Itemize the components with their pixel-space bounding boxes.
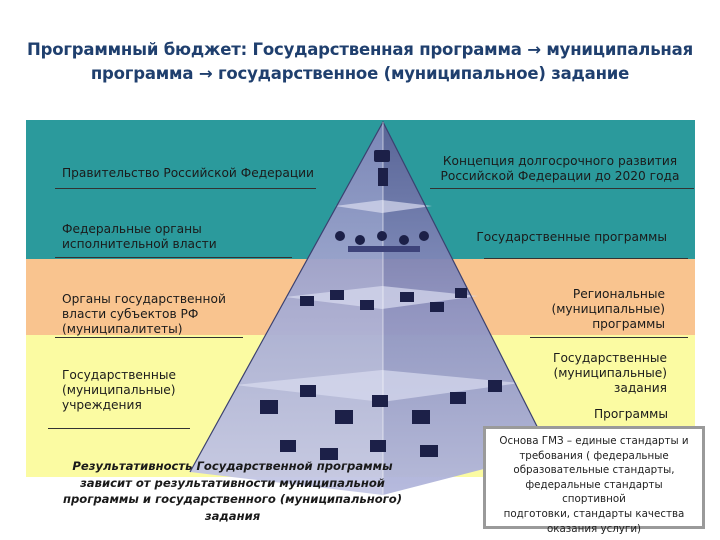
label-development-concept: Концепция долгосрочного развития Российс… xyxy=(425,154,695,184)
note-line-3: образовательные стандарты, xyxy=(513,464,675,477)
divider-regional-programs xyxy=(530,337,688,338)
note-line-5: подготовки, стандарты качества xyxy=(503,507,685,520)
label-government-line-1: Правительство Российской Федерации xyxy=(62,166,314,180)
label-federal-bodies-line-2: исполнительной власти xyxy=(62,237,217,251)
label-state-assignments-line-1: Государственные xyxy=(553,351,667,365)
divider-institutions xyxy=(48,428,190,429)
label-regional-programs-line-2: (муниципальные) xyxy=(551,302,665,316)
label-regional-programs: Региональные (муниципальные) программы xyxy=(520,287,665,332)
result-line-1: Результативность Государственной програм… xyxy=(72,459,393,473)
result-line-2: зависит от результативности муниципально… xyxy=(80,475,385,490)
label-regional-bodies-line-3: (муниципалитеты) xyxy=(62,322,183,336)
divider-state-programs xyxy=(484,258,688,259)
label-state-assignments-line-3: задания xyxy=(613,381,667,395)
note-line-2: требования ( федеральные xyxy=(519,449,669,462)
title-line-1: Программный бюджет: Государственная прог… xyxy=(27,40,693,59)
label-development-concept-line-1: Концепция долгосрочного развития xyxy=(442,154,678,168)
label-regional-programs-line-3: программы xyxy=(592,317,665,331)
result-line-4: задания xyxy=(204,508,261,523)
pyramid-floor-3 xyxy=(235,370,520,402)
pyramid-floor-1 xyxy=(335,200,432,213)
standards-note-box: Основа ГМЗ – единые стандарты и требован… xyxy=(483,426,705,535)
note-line-6: оказания услуги) xyxy=(546,522,642,535)
title-line-2: программа → государственное (муниципальн… xyxy=(90,64,630,83)
label-state-assignments-line-2: (муниципальные) xyxy=(553,366,667,380)
label-programs-line-1: Программы xyxy=(594,407,668,421)
label-regional-bodies: Органы государственной власти субъектов … xyxy=(62,292,226,337)
label-institutions-line-3: учреждения xyxy=(62,398,142,412)
label-regional-programs-line-1: Региональные xyxy=(572,287,665,301)
divider-federal-bodies xyxy=(55,257,292,258)
label-programs: Программы xyxy=(560,407,668,422)
label-regional-bodies-line-2: власти субъектов РФ xyxy=(62,307,199,321)
label-state-programs-line-1: Государственные программы xyxy=(476,230,667,244)
label-federal-bodies-line-1: Федеральные органы xyxy=(62,222,202,236)
page-title: Программный бюджет: Государственная прог… xyxy=(20,38,700,86)
label-institutions-line-1: Государственные xyxy=(62,368,176,382)
divider-regional-bodies xyxy=(55,337,243,338)
divider-government xyxy=(55,188,316,189)
result-statement: Результативность Государственной програм… xyxy=(40,458,425,524)
label-institutions-line-2: (муниципальные) xyxy=(62,383,176,397)
label-state-programs: Государственные программы xyxy=(440,230,667,245)
pyramid-left-face xyxy=(190,122,383,495)
label-federal-bodies: Федеральные органы исполнительной власти xyxy=(62,222,217,252)
label-development-concept-line-2: Российской Федерации до 2020 года xyxy=(440,169,680,183)
note-line-4: федеральные стандарты спортивной xyxy=(525,478,663,506)
result-line-3: программы и государственного (муниципаль… xyxy=(63,492,402,506)
label-state-assignments: Государственные (муниципальные) задания xyxy=(520,351,667,396)
label-institutions: Государственные (муниципальные) учрежден… xyxy=(62,368,176,413)
divider-development-concept xyxy=(430,188,694,189)
note-line-1: Основа ГМЗ – единые стандарты и xyxy=(499,435,689,447)
label-regional-bodies-line-1: Органы государственной xyxy=(62,292,226,306)
pyramid-figures xyxy=(260,150,502,460)
label-government: Правительство Российской Федерации xyxy=(62,166,314,181)
pyramid-right-face xyxy=(383,122,550,495)
